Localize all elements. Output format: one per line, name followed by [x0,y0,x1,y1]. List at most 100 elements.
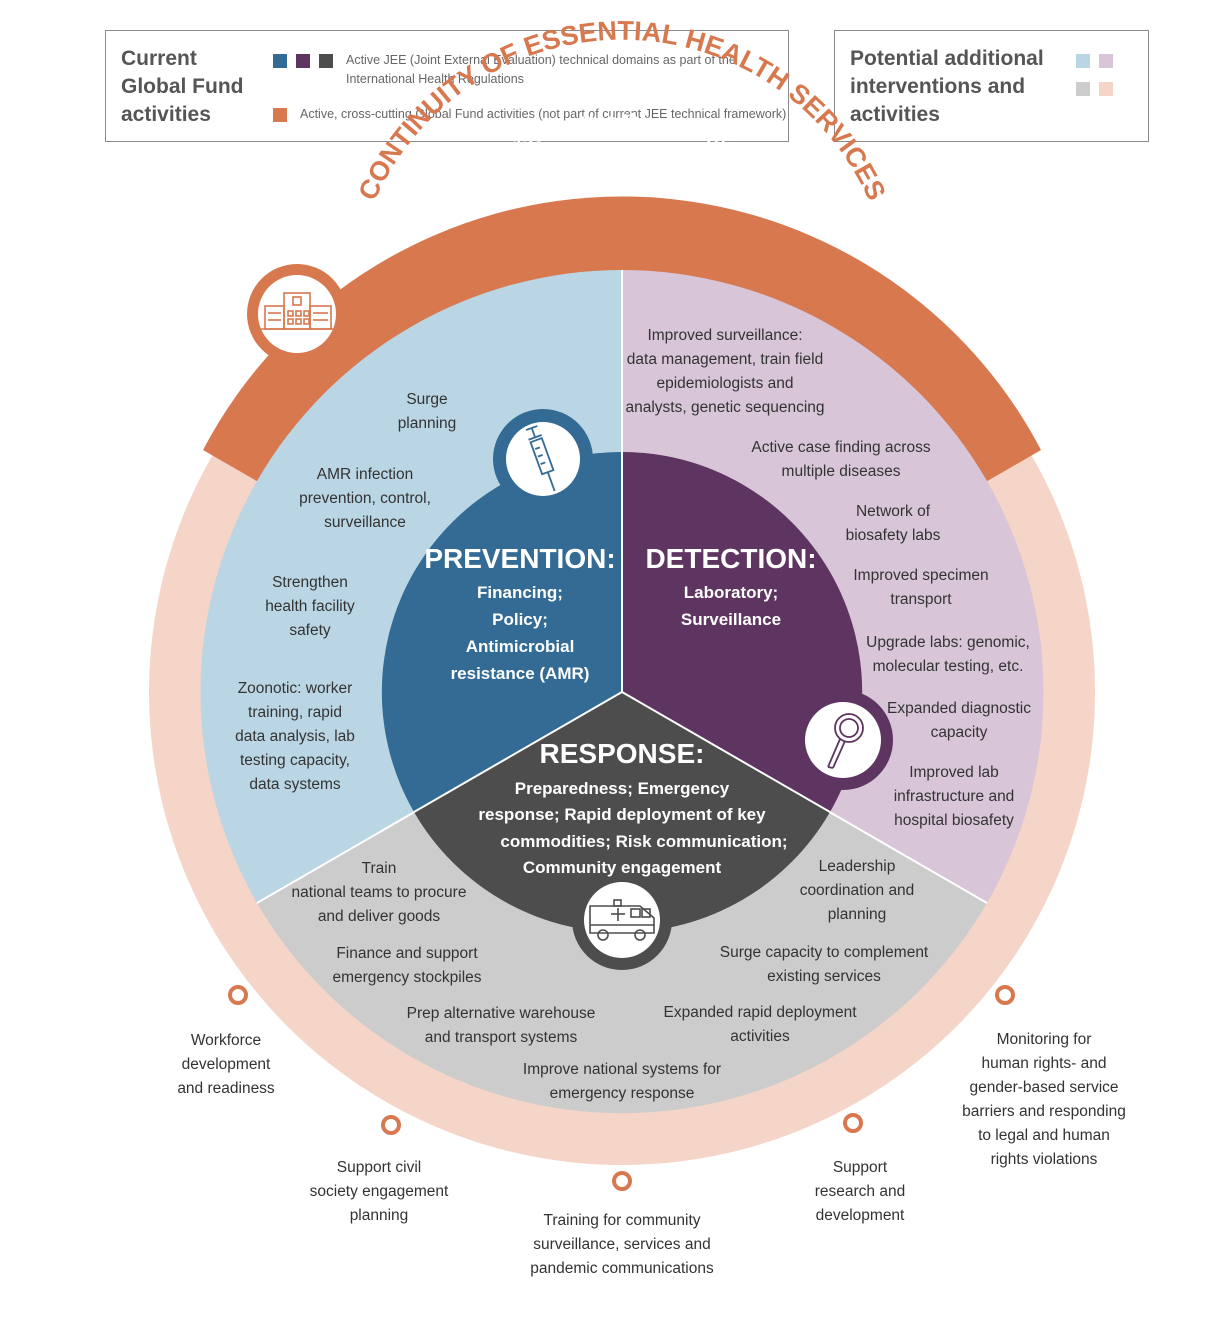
arc-title-text: CONTINUITY OF ESSENTIAL HEALTH SERVICES [353,16,892,205]
response-item-line: Surge capacity to complement [720,944,929,961]
legend-current: Current Global Fund activities Active JE… [105,30,789,142]
swatch-light-crosscut [1099,82,1113,96]
legend-potential-title-line: interventions and [850,75,1026,98]
response-item: Expanded rapid deployment activities [663,1004,857,1045]
response-item-line: Leadership [819,858,896,875]
response-title: RESPONSE: [540,738,705,769]
response-line: Community engagement [523,858,722,877]
detection-item-line: transport [890,591,952,608]
outer-item-line: rights violations [991,1151,1098,1168]
detection-item-line: Improved specimen [853,567,988,584]
ambulance-icon [572,870,672,970]
prevention-line: resistance (AMR) [451,664,590,683]
swatch-light-detection [1099,54,1113,68]
outer-item-line: Support civil [337,1159,421,1176]
legend-current-title-line: Global Fund [121,75,244,98]
outer-item-line: research and [815,1183,905,1200]
swatch-light-response [1076,82,1090,96]
response-item-line: and deliver goods [318,908,441,925]
detection-core-text: DETECTION: Laboratory; Surveillance [645,543,816,629]
prevention-item-line: planning [398,415,457,432]
outer-item-line: Support [833,1159,888,1176]
response-item-line: Improve national systems for [523,1061,721,1078]
detection-item-line: Upgrade labs: genomic, [866,634,1030,651]
prevention-item-line: surveillance [324,514,406,531]
detection-item-line: multiple diseases [782,463,901,480]
response-item: Train national teams to procure and delive… [292,860,467,925]
marker-dot [381,1115,401,1135]
outer-item-line: gender-based service [969,1079,1118,1096]
response-item-line: emergency stockpiles [332,969,481,986]
outer-item-line: and readiness [177,1080,275,1097]
prevention-item-line: Surge [406,391,447,408]
outer-item-line: surveillance, services and [533,1236,710,1253]
response-item-line: national teams to procure [292,884,467,901]
prevention-item-line: safety [289,622,331,639]
prevention-core-text: PREVENTION: Financing; Policy; Antimicro… [424,543,615,683]
prevention-item-line: health facility [265,598,355,615]
marker-dot [228,985,248,1005]
legend-potential-title-line: activities [850,103,940,126]
detection-title: DETECTION: [645,543,816,574]
swatch-response [319,54,333,68]
prevention-item-line: data analysis, lab [235,728,355,745]
response-line: Preparedness; Emergency [515,779,730,798]
outer-item-line: pandemic communications [530,1260,714,1277]
legend-current-title-line: Current [121,47,197,70]
response-item-line: coordination and [800,882,915,899]
core-divider [621,691,831,813]
prevention-item-line: Zoonotic: worker [238,680,353,697]
syringe-icon [493,409,593,509]
legend-potential: Potential additional interventions and a… [834,30,1149,142]
response-item-line: emergency response [550,1085,695,1102]
response-item-line: Expanded rapid deployment [663,1004,857,1021]
legend-jee-line: International Health Regulations [346,72,524,86]
magnifier-icon [793,690,893,790]
prevention-item-line: AMR infection [317,466,413,483]
detection-item-line: data management, train field [627,351,823,368]
arc-title: CONTINUITY OF ESSENTIAL HEALTH SERVICES [353,16,892,205]
detection-item-line: Active case finding across [751,439,930,456]
hospital-icon [247,264,347,364]
prevention-line: Financing; [477,583,563,602]
prevention-item-line: prevention, control, [299,490,431,507]
outer-item-line: barriers and responding [962,1103,1126,1120]
detection-item-line: molecular testing, etc. [873,658,1024,675]
detection-item: Upgrade labs: genomic, molecular testing,… [866,634,1030,675]
outer-item: Support research and development [815,1159,905,1224]
response-item-line: activities [730,1028,790,1045]
detection-item-line: epidemiologists and [656,375,793,392]
prevention-item: AMR infection prevention, control, surveil… [299,466,431,531]
response-item-line: Finance and support [336,945,478,962]
core-prevention [381,451,622,812]
detection-item-line: hospital biosafety [894,812,1014,829]
outer-item-line: development [816,1207,905,1224]
detection-line: Laboratory; [684,583,778,602]
prevention-item-line: Strengthen [272,574,348,591]
prevention-item-line: data systems [249,776,341,793]
detection-item-line: analysts, genetic sequencing [625,399,824,416]
swatch-detection [296,54,310,68]
outer-item-line: planning [350,1207,409,1224]
legend-crosscut-text: Active, cross-cutting Global Fund activi… [300,107,787,121]
response-core-text: RESPONSE: Preparedness; Emergency respon… [478,738,787,877]
response-item-line: and transport systems [425,1029,578,1046]
swatch-prevention [273,54,287,68]
outer-item-line: Monitoring for [997,1031,1092,1048]
response-item-line: Train [362,860,397,877]
legend-jee-line: Active JEE (Joint External Evaluation) t… [346,53,736,67]
legend-potential-title: Potential additional interventions and a… [850,45,1044,129]
detection-line: Surveillance [681,610,781,629]
detection-item-line: Improved surveillance: [647,327,802,344]
detection-item-line: infrastructure and [894,788,1015,805]
prevention-item: Strengthen health facility safety [265,574,355,639]
prevention-line: Policy; [492,610,548,629]
marker-dot [995,985,1015,1005]
outer-item-line: development [182,1056,271,1073]
